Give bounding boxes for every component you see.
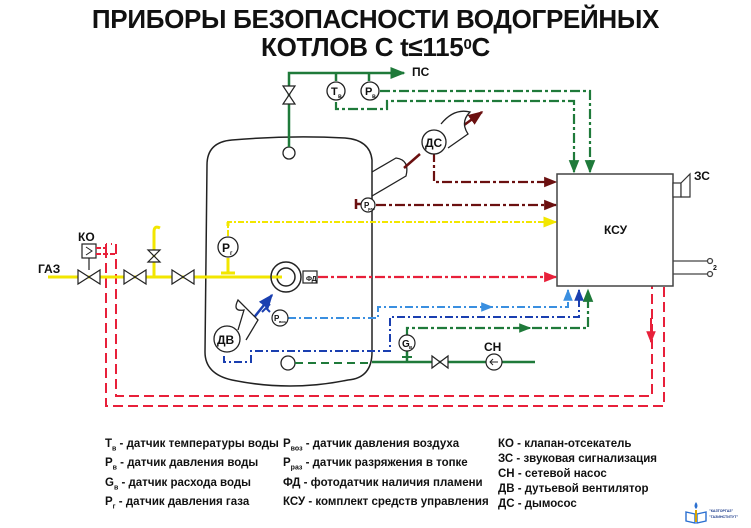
svg-text:"ГАЗИНСТИТУТ": "ГАЗИНСТИТУТ": [709, 515, 738, 519]
ksu-output-terminals: [673, 257, 714, 278]
svg-text:Р: Р: [364, 201, 370, 210]
gas-valve-3: [171, 268, 195, 286]
pvoz-signal: [288, 288, 573, 319]
book-icon: [685, 511, 707, 524]
fd-label: ФД: [306, 276, 317, 283]
instrument-pv: Р в: [360, 81, 380, 101]
zs-label: ЗС: [694, 169, 710, 183]
pv-signal: [380, 89, 596, 174]
ko-valve: [77, 268, 101, 286]
output-2-label: 2: [713, 265, 717, 272]
legend-item: ЗС - звуковая сигнализация: [498, 453, 657, 465]
svg-text:в: в: [409, 345, 412, 351]
legend-column-3: КО - клапан-отсекатель ЗС - звуковая сиг…: [498, 437, 657, 512]
legend-item: Рг - датчик давления газа: [105, 495, 250, 511]
svg-text:СН: СН: [484, 340, 501, 354]
alarm-line-outer: [105, 243, 665, 407]
flue-gas-path: [403, 153, 421, 169]
title-line-1: ПРИБОРЫ БЕЗОПАСНОСТИ ВОДОГРЕЙНЫХ: [91, 4, 660, 34]
legend-item: Рвоз - датчик давления воздуха: [283, 438, 460, 453]
instrument-dv: ДВ: [213, 325, 241, 353]
purge-valve: [146, 249, 162, 263]
gas-signal: [227, 216, 558, 236]
title-degree: 0: [463, 36, 472, 53]
boiler-bottom-port: [280, 355, 296, 371]
svg-text:ДС: ДС: [425, 136, 443, 150]
water-lines: [287, 67, 535, 364]
legend-item: ДС - дымосос: [498, 498, 577, 510]
fd-sensor-box: [302, 270, 318, 284]
institute-logo: "КАЗТОРГАЗ" "ГАЗИНСТИТУТ": [685, 502, 738, 524]
legend-item: КСУ - комплект средств управления: [283, 495, 489, 508]
ksu-box: [556, 173, 674, 287]
pg-tap: [221, 258, 235, 275]
svg-text:Р: Р: [274, 314, 280, 323]
air-supply: [251, 293, 273, 321]
legend-item: Тв - датчик температуры воды: [105, 438, 279, 453]
instrument-tv: Т в: [326, 81, 346, 101]
ko-actuator: [81, 243, 117, 270]
instrument-pg: Р г: [217, 236, 239, 258]
water-supply-line: [287, 67, 406, 147]
pump-sn: СН: [484, 340, 503, 371]
ko-label: КО: [78, 230, 95, 244]
flue-exhaust-hood: [440, 110, 472, 149]
svg-text:воз: воз: [279, 319, 286, 324]
svg-text:раз: раз: [368, 206, 375, 211]
legend-item: КО - клапан-отсекатель: [498, 438, 632, 450]
tv-signal: [334, 99, 580, 174]
instrument-ds: ДС: [421, 129, 447, 155]
instrument-gv: G в: [398, 334, 416, 358]
zs-horn: [672, 172, 691, 198]
gas-purge-line: [152, 225, 161, 277]
svg-text:Т: Т: [331, 86, 338, 98]
legend-item: Рв - датчик давления воды: [105, 457, 259, 472]
instrument-praz: Р раз: [360, 197, 376, 213]
flue-duct: [371, 157, 408, 197]
svg-text:Р: Р: [365, 86, 372, 98]
burner-outer: [270, 261, 302, 293]
ksu-label: КСУ: [604, 223, 628, 237]
gas-label: ГАЗ: [38, 262, 60, 276]
legend-item: Рраз - датчик разряжения в топке: [283, 457, 468, 472]
svg-text:ДВ: ДВ: [217, 333, 235, 347]
svg-text:г: г: [230, 251, 233, 257]
gv-signal: [405, 288, 594, 336]
legend-column-1: Тв - датчик температуры воды Рв - датчик…: [105, 437, 279, 514]
instrument-pvoz: Р воз: [271, 309, 289, 327]
flue-signal-lines: [376, 152, 558, 211]
gas-valves: [77, 249, 195, 286]
air-signal-lines: [223, 288, 584, 363]
legend-item: ДВ - дутьевой вентилятор: [498, 483, 649, 495]
water-signal-lines: [334, 89, 596, 336]
return-valve: [431, 354, 449, 370]
supply-valve: [281, 85, 297, 105]
svg-text:в: в: [338, 94, 342, 100]
ps-label: ПС: [412, 65, 430, 79]
pvoz-tap: [261, 303, 271, 313]
flame-icon: [694, 502, 698, 509]
dv-hood: [235, 298, 259, 341]
svg-text:G: G: [402, 339, 410, 350]
legend-item: ФД - фотодатчик наличия пламени: [283, 476, 483, 489]
svg-text:Р: Р: [222, 241, 230, 255]
title-line-2-text: КОТЛОВ С t≤115: [261, 32, 464, 62]
legend-column-2: Рвоз - датчик давления воздуха Рраз - да…: [283, 437, 489, 514]
svg-text:"КАЗТОРГАЗ": "КАЗТОРГАЗ": [709, 509, 734, 513]
legend-item: СН - сетевой насос: [498, 468, 607, 480]
boiler-top-port: [282, 146, 296, 160]
title-line-2-unit: С: [471, 32, 491, 62]
gas-valve-2: [123, 268, 147, 286]
title-line-2: КОТЛОВ С t≤1150С: [0, 32, 751, 62]
svg-text:в: в: [372, 94, 376, 100]
dv-signal: [223, 288, 584, 363]
legend-item: Gв - датчик расхода воды: [105, 476, 251, 491]
ds-signal: [432, 152, 558, 188]
